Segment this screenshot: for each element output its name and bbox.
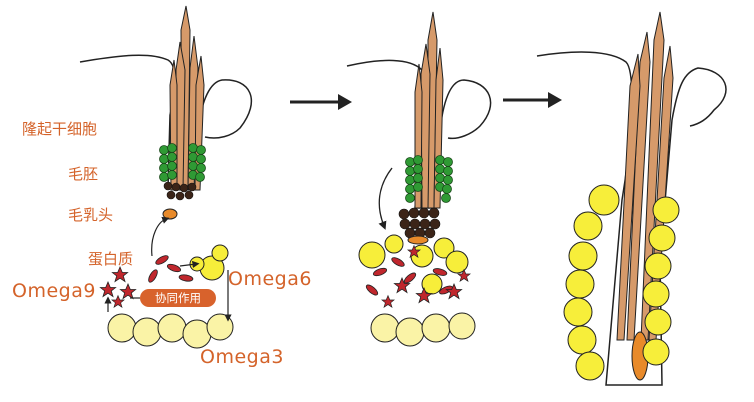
fat-cells-pale-1: [107, 313, 234, 349]
stem-cells-1: [159, 143, 206, 182]
label-omega9: Omega9: [12, 280, 96, 302]
fat-cells-pale-2: [370, 312, 476, 347]
stage-1-early-follicle: [79, 5, 252, 349]
skin-outline-2: [346, 59, 492, 209]
label-protein: 蛋白质: [88, 250, 134, 268]
stage-2-growing-follicle: [346, 11, 492, 347]
right-arrow-icon: [290, 94, 352, 110]
synergy-badge: 协同作用: [140, 289, 216, 307]
dermal-papilla-2: [407, 235, 429, 245]
label-bulge-stem-cells: 隆起干细胞: [22, 120, 98, 138]
stage-3-mature-follicle: [536, 11, 727, 386]
fat-cells-yellow-3: [563, 184, 680, 381]
skin-outline-3: [536, 51, 727, 386]
stem-cells-2: [405, 155, 453, 203]
label-omega3: Omega3: [200, 346, 284, 368]
proteins-1: [146, 253, 194, 284]
label-hair-germ: 毛胚: [68, 165, 99, 183]
label-omega6: Omega6: [228, 268, 312, 290]
omega9-stars-1: [100, 266, 137, 308]
fat-cells-yellow-1: [189, 244, 229, 281]
flow-arrows-1: [104, 216, 232, 322]
dermal-papilla-1: [162, 208, 178, 220]
right-arrow-icon: [503, 92, 562, 108]
hair-germ-2: [398, 207, 441, 239]
fat-cells-yellow-2: [358, 234, 469, 295]
hair-germ-1: [163, 181, 197, 201]
flow-arrow-2: [378, 167, 393, 230]
label-dermal-papilla: 毛乳头: [68, 206, 114, 224]
